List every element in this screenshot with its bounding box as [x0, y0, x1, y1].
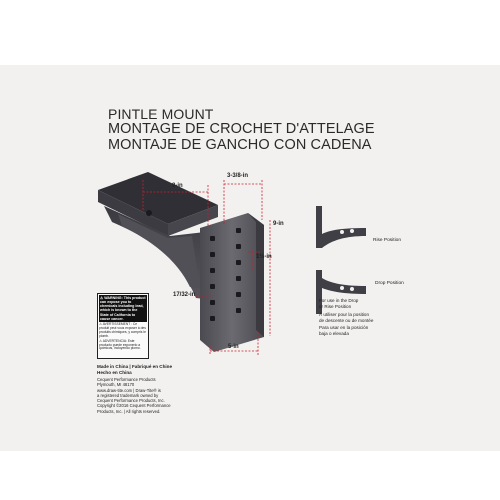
made-in-label: Made in China | Fabriqué en Chine Hecho …	[97, 364, 173, 375]
plate-holes	[146, 210, 241, 321]
usage-note-en: For use in the Drop or Rise Position	[319, 298, 359, 309]
drop-position-diagram	[316, 270, 366, 314]
rise-position-diagram	[316, 206, 366, 248]
rise-position-label: Rise Position	[373, 238, 401, 243]
dim-hole-diameter: 17/32-in	[173, 292, 196, 298]
warning-header: ⚠ WARNING: This product can expose you t…	[99, 295, 147, 322]
warning-spanish: ⚠ ADVERTENCIA: Este producto puede expon…	[99, 338, 141, 351]
shank	[98, 172, 218, 236]
usage-note-es: Para usar en la posición baja o elevada	[319, 325, 369, 336]
dim-offset: 3-3/8-in	[227, 173, 249, 179]
usage-note-fr: À utiliser pour la position de descente …	[319, 312, 374, 323]
gusset-arm	[104, 206, 212, 300]
dim-hole-spacing: 1½-in	[256, 254, 272, 260]
title-english: PINTLE MOUNT	[108, 106, 214, 122]
mount-plate	[200, 213, 264, 352]
dim-height: 9-in	[273, 221, 284, 227]
drop-position-label: Drop Position	[375, 281, 404, 286]
warning-french: ⚠ AVERTISSEMENT : Ce produit peut vous e…	[99, 321, 146, 338]
dimension-lines	[142, 180, 271, 355]
title-french: MONTAGE DE CROCHET D'ATTELAGE	[108, 121, 375, 137]
dim-depth: 9-in	[172, 183, 183, 189]
company-info: Cequent Performance Products Plymouth, M…	[97, 377, 171, 414]
dim-width: 5-in	[228, 344, 239, 350]
title-spanish: MONTAJE DE GANCHO CON CADENA	[108, 137, 372, 153]
prop65-warning-box: ⚠ WARNING: This product can expose you t…	[97, 293, 149, 359]
